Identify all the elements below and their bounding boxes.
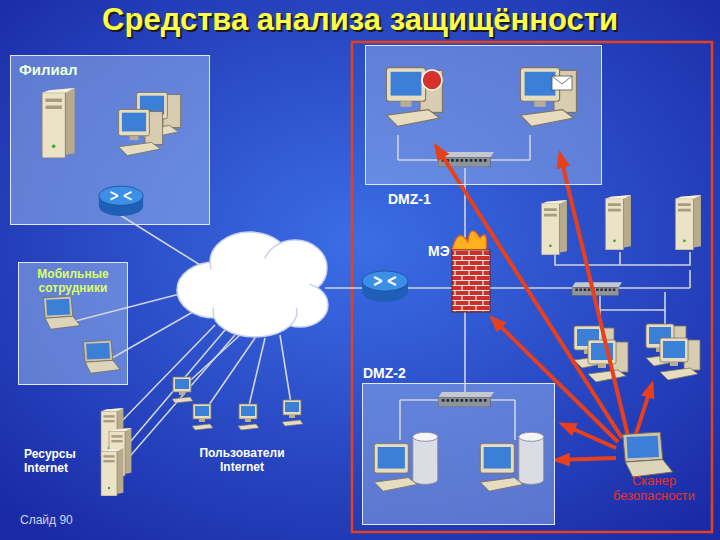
server-icon	[605, 195, 631, 250]
scan-arrows	[436, 146, 652, 460]
scan-arrow	[556, 458, 616, 460]
workstation-icon	[119, 109, 163, 155]
server-icon	[541, 200, 567, 255]
scan-arrow	[492, 318, 618, 442]
panel-fill	[362, 383, 555, 525]
server-icon	[42, 88, 75, 158]
slide-number: Слайд 90	[20, 514, 110, 528]
mail-server-icon	[520, 68, 576, 127]
scan-zone-outline	[352, 42, 712, 532]
web-badge	[422, 70, 442, 90]
panel-fill	[10, 55, 210, 225]
router-icon	[99, 186, 143, 216]
user-pc-icon	[238, 404, 259, 430]
router-icon	[362, 271, 408, 302]
user-pc-icon	[282, 400, 303, 426]
scan-arrow	[562, 424, 616, 448]
zone-box: Филиал	[10, 55, 210, 225]
scanner-laptop-icon	[623, 432, 673, 477]
wire	[100, 305, 205, 365]
database-server-icon	[374, 432, 437, 491]
slide-title: Средства анализа защищённости	[0, 2, 720, 38]
laptop-icon	[83, 340, 120, 373]
web-server-icon	[386, 68, 442, 127]
scan-arrow	[636, 384, 652, 434]
user-pc-icon	[192, 404, 213, 430]
panel-fill	[18, 262, 128, 385]
panel-fill	[365, 45, 602, 185]
scanner-label: Сканер безопасности	[592, 474, 716, 504]
workstation-icon	[660, 338, 700, 380]
mail-badge	[552, 76, 572, 90]
hub-icon	[438, 392, 494, 407]
zone-box: DMZ-2	[362, 383, 555, 525]
server-icon	[101, 448, 123, 496]
zone-title: Филиал	[19, 61, 78, 78]
database-server-icon	[480, 432, 543, 491]
laptop-icon	[43, 296, 80, 329]
server-icon	[675, 195, 701, 250]
wire	[182, 335, 292, 415]
zone-box: DMZ-1	[365, 45, 602, 185]
user-pc-icon	[172, 377, 193, 403]
firewall-icon	[452, 231, 490, 312]
zone-title: DMZ-2	[363, 365, 406, 381]
zone-title: Мобильные сотрудники	[19, 268, 127, 296]
zone-title: DMZ-1	[388, 191, 431, 207]
internet-cloud	[177, 232, 328, 337]
zone-box: Мобильные сотрудники	[18, 262, 128, 385]
hub-icon	[572, 282, 622, 295]
group-label: Пользователи Internet	[182, 447, 302, 475]
device-label: МЭ	[428, 243, 468, 259]
wire	[120, 215, 205, 268]
network-wires	[60, 135, 690, 470]
group-label: Ресурсы Internet	[24, 448, 92, 476]
panel-fills	[10, 45, 602, 525]
